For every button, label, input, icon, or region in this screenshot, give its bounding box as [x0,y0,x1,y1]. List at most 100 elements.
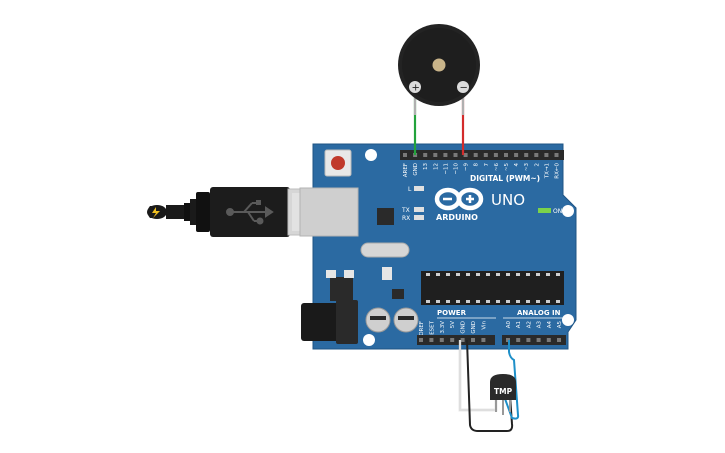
chip-pin [526,273,530,276]
pin-label: A0 [506,321,512,329]
header-pin-A3[interactable] [536,338,541,342]
power-header [417,335,495,345]
header-pin-8[interactable] [473,153,478,157]
pin-label: ~6 [494,163,500,172]
buzzer-minus-label: − [460,83,468,94]
chip-pin [486,273,490,276]
pin-label: GND [461,321,467,334]
header-pin-~3[interactable] [524,153,529,157]
brand-label: ARDUINO [436,213,478,222]
pin-label: 13 [423,163,429,170]
led-l: L [408,186,424,193]
pin-label: 2 [534,163,540,167]
mounting-hole [562,205,574,217]
capacitor [393,307,419,333]
header-pin-GND[interactable] [471,338,475,342]
header-pin-~9[interactable] [463,153,468,157]
resistor-pack [392,289,404,299]
pin-label: ~10 [454,163,460,175]
header-pin-5V[interactable] [450,338,455,342]
buzzer-plus-label: + [412,83,420,94]
crystal [360,242,410,258]
chip-pin [446,300,450,303]
chip-pin [426,300,430,303]
pin-label: GND [413,163,419,176]
pin-label: A4 [547,321,553,329]
voltage-regulator [326,270,354,301]
analog-header [502,335,566,345]
header-pin-IOREF[interactable] [419,338,423,342]
header-pin-4[interactable] [514,153,519,157]
atmega-chip [421,271,564,305]
header-pin-A2[interactable] [526,338,531,342]
header-pin-7[interactable] [483,153,488,157]
chip-pin [426,273,430,276]
pin-label: GND [471,321,477,334]
chip-pin [536,300,540,303]
chip-pin [446,273,450,276]
pin-label: 7 [484,163,490,167]
pin-label: TX→1 [544,163,550,179]
led-rx: RX [402,215,424,222]
header-pin-~11[interactable] [443,153,448,157]
header-pin-A4[interactable] [546,338,551,342]
chip-small [377,208,394,225]
svg-text:RX: RX [402,215,410,222]
chip-pin [536,273,540,276]
header-pin-3.3V[interactable] [439,338,444,342]
usb-icon [226,200,274,225]
mounting-hole [365,149,377,161]
header-pin-12[interactable] [433,153,438,157]
header-pin-13[interactable] [423,153,428,157]
header-pin-~10[interactable] [453,153,458,157]
led-tx: TX [401,207,424,214]
header-pin-A5[interactable] [557,338,561,342]
model-label: UNO [491,191,525,209]
pin-label: 5V [450,321,456,328]
pin-label: RX←0 [555,163,561,179]
chip-pin [546,273,550,276]
piezo-buzzer[interactable]: + − [398,24,480,106]
lightning-icon [152,207,160,218]
chip-pin [556,300,560,303]
chip-pin [516,273,520,276]
pin-label: ~3 [524,163,530,172]
analog-label: ANALOG IN [517,309,561,317]
chip-pin [516,300,520,303]
chip-pin [506,273,510,276]
pin-label: Vin [481,320,487,329]
pin-label: RESET [429,320,435,338]
digital-label: DIGITAL (PWM~) [470,174,540,183]
pin-label: 3.3V [440,321,446,334]
pin-label: A2 [526,321,532,328]
sensor-label: TMP [494,387,513,396]
header-pin-~6[interactable] [493,153,498,157]
header-pin-~5[interactable] [504,153,508,157]
chip-pin [506,300,510,303]
arduino-logo-icon [434,187,484,211]
header-pin-A1[interactable] [516,338,521,342]
header-pin-RX←0[interactable] [554,153,559,157]
pin-label: A5 [557,321,563,329]
header-pin-GND[interactable] [460,338,465,342]
pin-label: IOREF [419,321,425,337]
wire-black[interactable] [466,339,514,432]
header-pin-AREF[interactable] [403,153,407,157]
chip-pin [466,273,470,276]
usb-socket [299,187,359,237]
svg-text:ON: ON [553,208,562,215]
chip-pin [526,300,530,303]
header-pin-TX→1[interactable] [544,153,549,157]
chip-pin [436,300,440,303]
chip-pin [456,273,460,276]
svg-text:TX: TX [401,207,410,214]
header-pin-Vin[interactable] [481,338,486,342]
pin-label: AREF [403,163,409,177]
header-pin-RESET[interactable] [429,338,434,342]
chip-pin [436,273,440,276]
temperature-sensor[interactable]: TMP [490,374,516,415]
header-pin-2[interactable] [534,153,539,157]
reset-button[interactable] [324,149,352,177]
chip-pin [556,273,560,276]
